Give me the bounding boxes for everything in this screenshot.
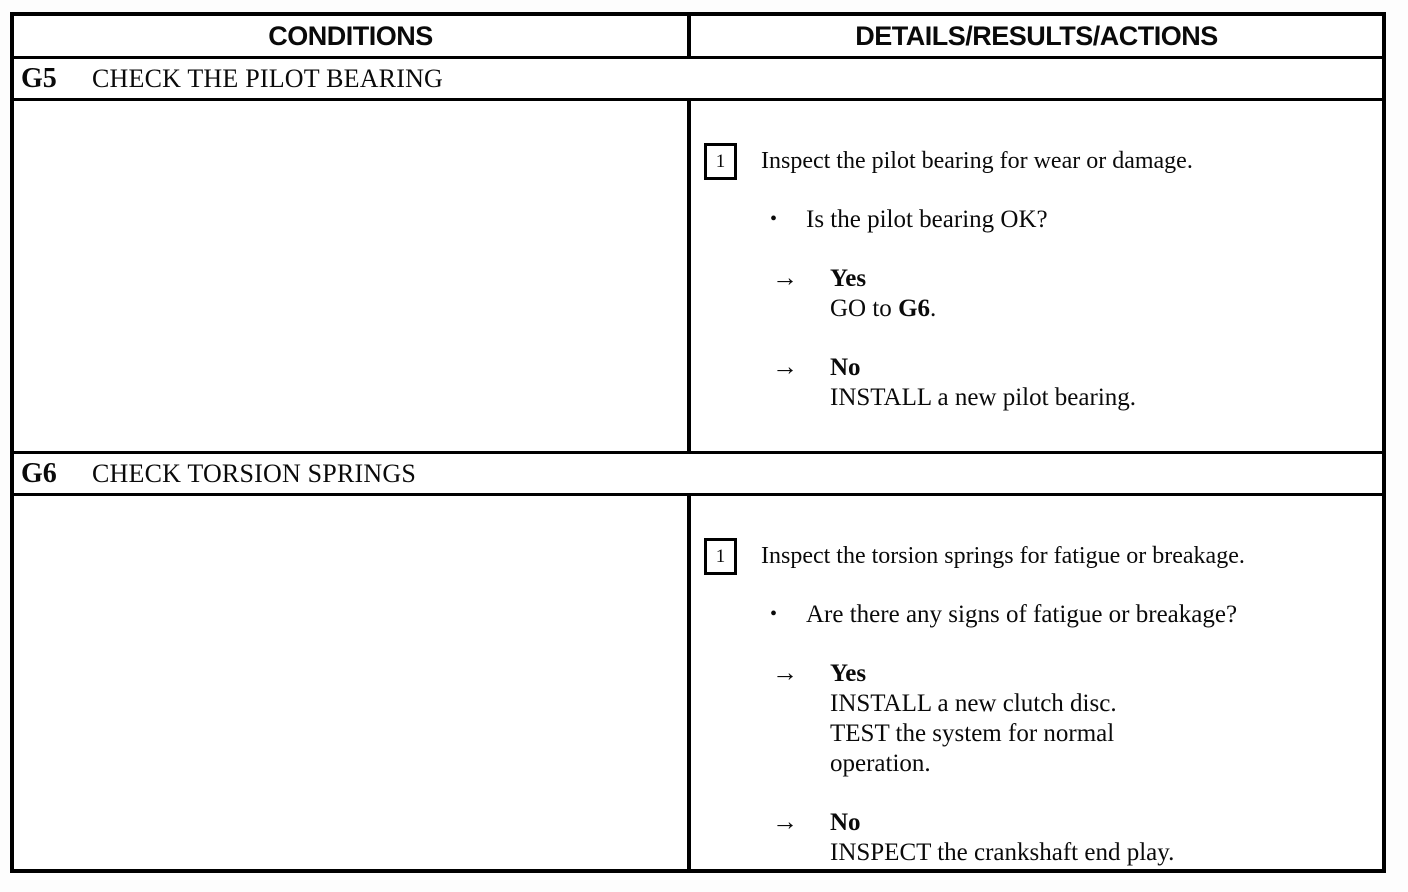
branch-action-line: TEST the system for normal bbox=[830, 720, 1115, 747]
column-header-details: DETAILS/RESULTS/ACTIONS bbox=[855, 20, 1218, 51]
step-text: Inspect the torsion springs for fatigue … bbox=[761, 543, 1245, 569]
question-text: Are there any signs of fatigue or breaka… bbox=[806, 601, 1238, 628]
action-text-prefix: GO to bbox=[830, 295, 899, 322]
diagnostic-table: CONDITIONS DETAILS/RESULTS/ACTIONS G5 CH… bbox=[10, 12, 1386, 873]
question-row-g6: • Are there any signs of fatigue or brea… bbox=[704, 599, 1372, 630]
branch-label-no: No bbox=[830, 354, 861, 381]
step-row-g6: 1 Inspect the torsion springs for fatigu… bbox=[704, 538, 1372, 575]
section-code-g5: G5 bbox=[21, 62, 57, 94]
no-branch-g6: → No INSPECT the crankshaft end play. bbox=[704, 807, 1372, 868]
details-cell-g6: 1 Inspect the torsion springs for fatigu… bbox=[691, 496, 1382, 869]
yes-branch-g5: → Yes GO to G6. bbox=[704, 263, 1372, 324]
table-header-row: CONDITIONS DETAILS/RESULTS/ACTIONS bbox=[14, 16, 1382, 59]
branch-action: INSTALL a new pilot bearing. bbox=[830, 384, 1137, 411]
yes-branch-g6: → Yes INSTALL a new clutch disc. TEST th… bbox=[704, 658, 1372, 779]
no-branch-g5: → No INSTALL a new pilot bearing. bbox=[704, 352, 1372, 413]
branch-action: INSPECT the crankshaft end play. bbox=[830, 839, 1175, 866]
conditions-cell-g6 bbox=[14, 496, 691, 869]
step-number-box: 1 bbox=[704, 143, 737, 180]
conditions-cell-g5 bbox=[14, 101, 691, 451]
branch-action-line: operation. bbox=[830, 750, 931, 777]
arrow-icon: → bbox=[772, 352, 798, 381]
arrow-icon: → bbox=[772, 658, 798, 687]
branch-action-line: INSTALL a new clutch disc. bbox=[830, 690, 1117, 717]
section-title-g5: CHECK THE PILOT BEARING bbox=[92, 63, 444, 93]
column-header-conditions: CONDITIONS bbox=[14, 16, 691, 56]
bullet-icon: • bbox=[770, 603, 778, 625]
section-body-g5: 1 Inspect the pilot bearing for wear or … bbox=[14, 101, 1382, 454]
arrow-icon: → bbox=[772, 807, 798, 836]
question-row-g5: • Is the pilot bearing OK? bbox=[704, 204, 1372, 235]
section-body-g6: 1 Inspect the torsion springs for fatigu… bbox=[14, 496, 1382, 869]
section-header-g6: G6 CHECK TORSION SPRINGS bbox=[14, 454, 1382, 496]
branch-action: GO to G6. bbox=[830, 294, 936, 324]
step-row-g5: 1 Inspect the pilot bearing for wear or … bbox=[704, 143, 1372, 180]
bullet-icon: • bbox=[770, 208, 778, 230]
step-number-box: 1 bbox=[704, 538, 737, 575]
step-text: Inspect the pilot bearing for wear or da… bbox=[761, 148, 1193, 174]
arrow-icon: → bbox=[772, 263, 798, 292]
section-header-g5: G5 CHECK THE PILOT BEARING bbox=[14, 59, 1382, 101]
branch-label-yes: Yes bbox=[830, 265, 867, 292]
question-text: Is the pilot bearing OK? bbox=[806, 206, 1048, 233]
section-title-g6: CHECK TORSION SPRINGS bbox=[92, 458, 416, 488]
action-text-suffix: . bbox=[930, 295, 937, 322]
details-cell-g5: 1 Inspect the pilot bearing for wear or … bbox=[691, 101, 1382, 451]
branch-label-no: No bbox=[830, 809, 861, 836]
branch-label-yes: Yes bbox=[830, 660, 867, 687]
action-step-reference: G6 bbox=[898, 295, 931, 322]
section-code-g6: G6 bbox=[21, 457, 57, 489]
